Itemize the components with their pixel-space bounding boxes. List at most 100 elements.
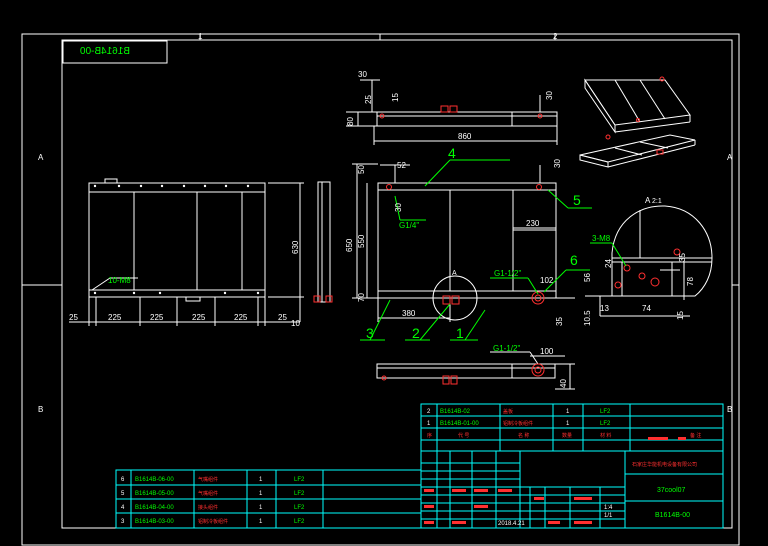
- lower-row3-mat: LF2: [294, 505, 305, 511]
- main-dim-650: 650: [345, 238, 354, 252]
- lower-row1-code: B1614B-06-00: [135, 477, 174, 483]
- main-dim-30: 30: [394, 203, 403, 212]
- main-dim-550: 550: [357, 234, 366, 248]
- front-dim-height: 630: [291, 240, 300, 254]
- main-dim-30-right: 30: [553, 159, 562, 168]
- header-cell-mat: 材 料: [600, 432, 611, 439]
- detail-a-dim-35: 35: [678, 253, 687, 262]
- bottom-dim-100: 100: [540, 347, 554, 356]
- main-view-fittings: [386, 184, 545, 305]
- front-view: [69, 178, 304, 326]
- detail-a-dim-74: 74: [642, 304, 651, 313]
- detail-a-scale: 2:1: [652, 198, 662, 205]
- bottom-view-fittings: [381, 363, 545, 385]
- lower-row4-mat: LF2: [294, 519, 305, 525]
- zone-label-top-2: 2: [553, 32, 558, 41]
- zone-label-right-b: B: [727, 405, 732, 414]
- header-cell-remark: 备 注: [690, 432, 701, 439]
- zone-label-left-b: B: [38, 405, 43, 414]
- header-cell-no: 序: [427, 432, 432, 439]
- title-code: B1614B-00: [655, 512, 690, 519]
- upper-row1-mat: LF2: [600, 409, 611, 415]
- main-port-right: G1-1/2": [494, 269, 521, 278]
- front-dim-225-2: 225: [150, 313, 164, 322]
- detail-a-dim-56: 56: [583, 273, 592, 282]
- upper-row2-mat: LF2: [600, 421, 611, 427]
- iso-view-top: [584, 76, 691, 134]
- side-view: [313, 181, 333, 303]
- upper-row2-no: 1: [427, 421, 431, 427]
- inner-border: [61, 39, 733, 529]
- front-dim-10: 10: [291, 319, 300, 328]
- detail-a-dim-24: 24: [604, 259, 613, 268]
- lower-row1-qty: 1: [259, 477, 263, 483]
- title-sheet: 1/1: [604, 513, 613, 519]
- main-dim-230: 230: [526, 219, 540, 228]
- bottom-view: [376, 351, 575, 390]
- balloon-2: 2: [412, 325, 420, 341]
- main-port-top: G1/4": [399, 221, 419, 230]
- detail-a-title: A: [645, 196, 651, 205]
- balloon-3: 3: [366, 325, 374, 341]
- balloon-1: 1: [456, 325, 464, 341]
- main-dim-380: 380: [402, 309, 416, 318]
- upper-row1-code: B1614B-02: [440, 409, 471, 415]
- upper-row1-qty: 1: [566, 409, 570, 415]
- title-block-red-marks: [424, 437, 686, 524]
- upper-row1-name: 盖板: [503, 408, 513, 415]
- top-dim-80: 80: [346, 117, 355, 126]
- lower-row2-code: B1614B-05-00: [135, 491, 174, 497]
- title-product: 37cool07: [657, 487, 686, 494]
- top-view-fittings: [379, 105, 543, 119]
- lower-row1-name: 气嘴组件: [198, 476, 218, 483]
- top-dim-30-right: 30: [545, 91, 554, 100]
- lower-row4-no: 3: [121, 519, 125, 525]
- zone-label-top-1: 1: [198, 32, 203, 41]
- detail-a-dim-13: 13: [600, 304, 609, 313]
- bottom-port: G1-1/2": [493, 344, 520, 353]
- main-dim-35: 35: [555, 317, 564, 326]
- lower-row2-qty: 1: [259, 491, 263, 497]
- main-view-leaders: [360, 159, 592, 341]
- lower-row4-qty: 1: [259, 519, 263, 525]
- front-dim-225-1: 225: [108, 313, 122, 322]
- zone-label-left-a: A: [38, 153, 44, 162]
- front-dim-25-right: 25: [278, 313, 287, 322]
- header-cell-name: 名 称: [518, 432, 529, 439]
- balloon-5: 5: [573, 192, 581, 208]
- detail-a-thread: 3-M8: [592, 234, 611, 243]
- upper-row1-no: 2: [427, 409, 431, 415]
- detail-a-dim-10-5: 10.5: [583, 310, 592, 326]
- upper-row2-code: B1614B-01-00: [440, 421, 479, 427]
- zone-label-right-a: A: [727, 153, 733, 162]
- code-box: [62, 40, 168, 64]
- lower-row4-name: 铝制冷板组件: [198, 518, 228, 525]
- lower-row1-no: 6: [121, 477, 125, 483]
- detail-mark: A: [452, 270, 457, 277]
- main-view: [352, 163, 575, 322]
- lower-row3-name: 接头组件: [198, 504, 218, 511]
- top-dim-30: 30: [358, 70, 367, 79]
- detail-a-dim-15: 15: [676, 311, 685, 320]
- lower-row2-name: 气嘴组件: [198, 490, 218, 497]
- main-dim-50: 50: [357, 165, 366, 174]
- detail-a-view: [585, 205, 713, 317]
- main-dim-52: 52: [397, 161, 406, 170]
- title-date: 2018.4.21: [498, 521, 525, 527]
- top-view: [346, 79, 558, 145]
- upper-row2-name: 铝制冷板组件: [503, 420, 533, 427]
- front-dim-25-left: 25: [69, 313, 78, 322]
- lower-row1-mat: LF2: [294, 477, 305, 483]
- front-dim-225-4: 225: [234, 313, 248, 322]
- header-cell-code: 代 号: [458, 432, 469, 439]
- detail-a-holes: [614, 248, 681, 289]
- front-dim-225-3: 225: [192, 313, 206, 322]
- iso-view-bottom: [579, 134, 696, 168]
- title-company: 石家庄华能机电设备有限公司: [632, 461, 697, 468]
- detail-a-dim-78: 78: [686, 277, 695, 286]
- top-dim-15: 15: [391, 93, 400, 102]
- lower-row4-code: B1614B-03-00: [135, 519, 174, 525]
- lower-row2-no: 5: [121, 491, 125, 497]
- mirrored-code: B1614B-00: [80, 46, 130, 57]
